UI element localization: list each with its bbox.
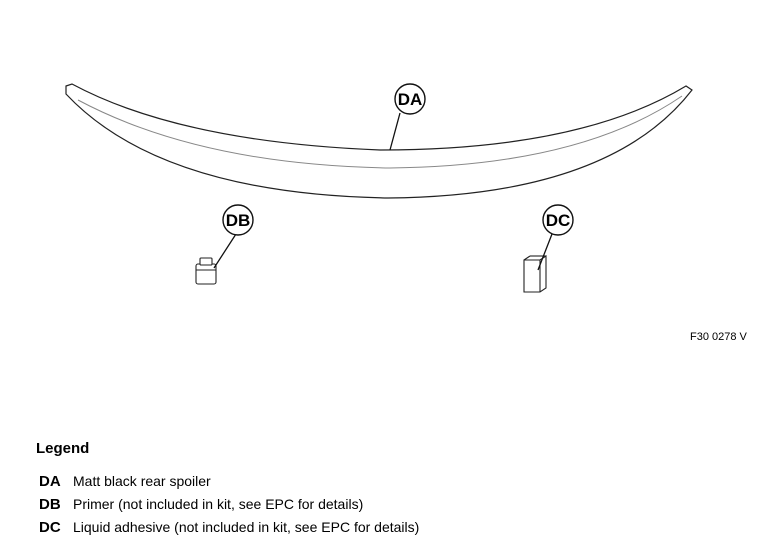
callout-da: DA bbox=[389, 83, 426, 151]
callout-db: DB bbox=[213, 204, 254, 269]
legend-desc: Primer (not included in kit, see EPC for… bbox=[73, 496, 364, 512]
adhesive-bottle-icon bbox=[523, 254, 547, 293]
callout-dc-label: DC bbox=[546, 211, 571, 230]
legend-item: DC Liquid adhesive (not included in kit,… bbox=[39, 519, 419, 536]
callout-da-label: DA bbox=[398, 90, 423, 109]
legend-key: DA bbox=[39, 473, 61, 490]
callout-dc: DC bbox=[537, 204, 574, 271]
legend-key: DB bbox=[39, 496, 61, 513]
callout-db-label: DB bbox=[226, 211, 251, 230]
primer-can-icon bbox=[195, 257, 217, 285]
parts-diagram: DA DB DC bbox=[65, 83, 693, 293]
legend-item: DA Matt black rear spoiler bbox=[39, 473, 211, 490]
figure-code: F30 0278 V bbox=[690, 331, 747, 343]
legend-item: DB Primer (not included in kit, see EPC … bbox=[39, 496, 363, 513]
legend-desc: Matt black rear spoiler bbox=[73, 473, 211, 489]
legend-title: Legend bbox=[36, 440, 90, 457]
rear-spoiler-drawing bbox=[65, 83, 693, 199]
legend-key: DC bbox=[39, 519, 61, 536]
legend-desc: Liquid adhesive (not included in kit, se… bbox=[73, 519, 420, 535]
